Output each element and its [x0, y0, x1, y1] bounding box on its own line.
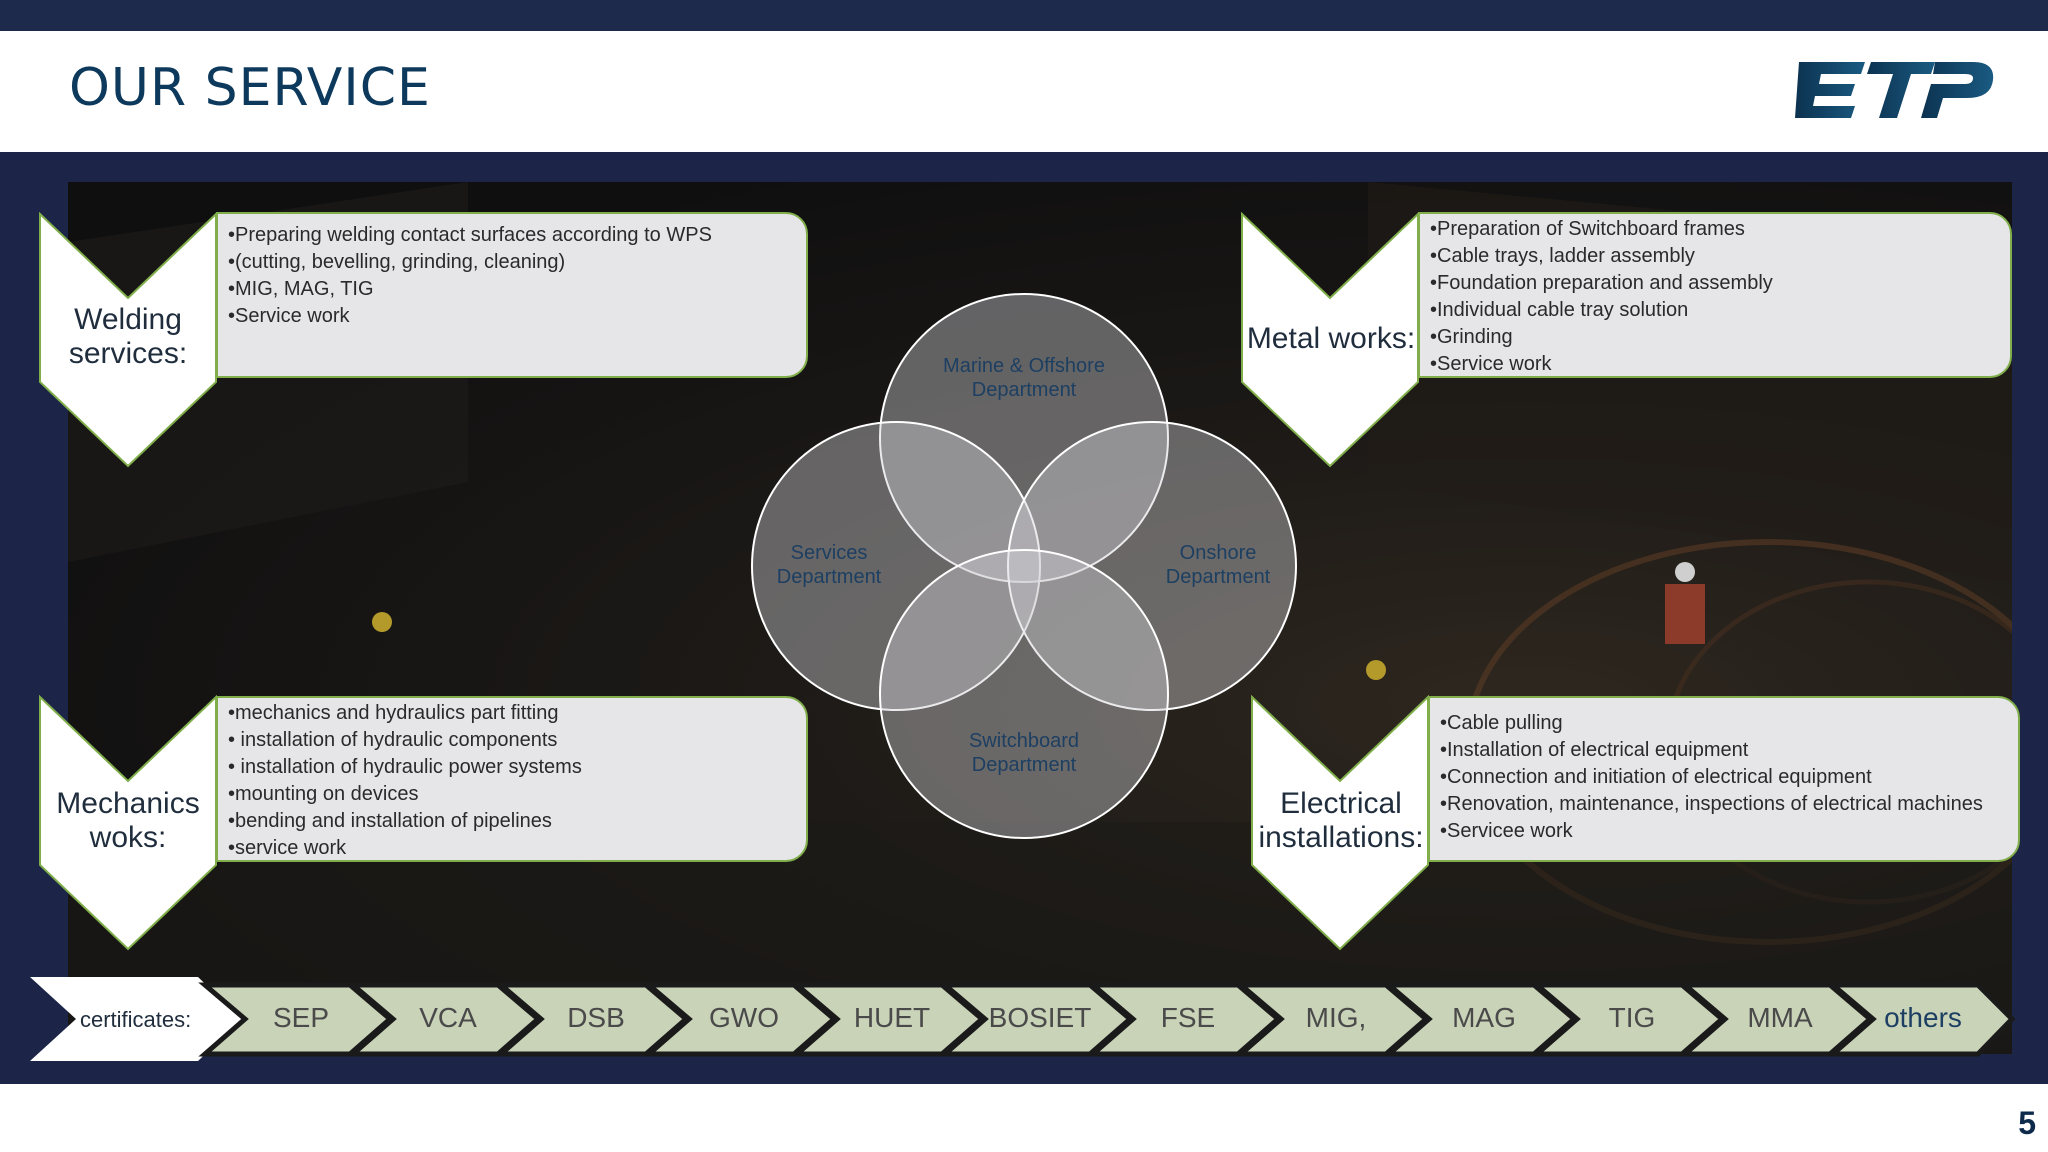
mechanics-item: •mechanics and hydraulics part fitting — [228, 702, 559, 724]
venn-label-switchboard-line1: Switchboard — [968, 730, 1080, 752]
electrical-item: •Renovation, maintenance, inspections of… — [1440, 793, 1983, 815]
metal-item: •Preparation of Switchboard frames — [1430, 218, 1745, 240]
electrical-item: •Connection and initiation of electrical… — [1440, 766, 1872, 788]
venn-circle-right — [1007, 421, 1297, 711]
page-number: 5 — [2018, 1105, 2036, 1141]
venn-label-onshore: Onshore Department — [1118, 541, 1318, 589]
cert-sep: SEP — [272, 1002, 330, 1033]
venn-circle-top — [879, 293, 1169, 583]
electrical-item: •Cable pulling — [1440, 712, 1563, 734]
welding-label: Welding services: — [38, 303, 218, 371]
cert-fse: FSE — [1160, 1002, 1216, 1033]
venn-circle-left — [751, 421, 1041, 711]
cert-tig: TIG — [1608, 1002, 1656, 1033]
welding-item: •Preparing welding contact surfaces acco… — [228, 224, 712, 246]
electrical-label: Electrical installations: — [1246, 787, 1436, 855]
venn-circle-bottom — [879, 549, 1169, 839]
mechanics-item: •mounting on devices — [228, 783, 419, 805]
metal-label-line1: Metal works: — [1246, 322, 1416, 355]
cert-mag: MAG — [1452, 1002, 1516, 1033]
electrical-item: •Installation of electrical equipment — [1440, 739, 1749, 761]
electrical-label-line1: Electrical — [1280, 787, 1402, 820]
venn-label-marine: Marine & Offshore Department — [924, 354, 1124, 402]
venn-label-onshore-line2: Department — [1165, 566, 1271, 588]
venn-label-services: Services Department — [729, 541, 929, 589]
cert-gwo: GWO — [709, 1002, 779, 1033]
welding-chevron — [39, 212, 217, 468]
venn-label-marine-line2: Department — [971, 379, 1077, 401]
venn-label-services-line2: Department — [776, 566, 882, 588]
metal-item: •Grinding — [1430, 326, 1513, 348]
cert-vca: VCA — [419, 1002, 477, 1033]
electrical-label-line2: installations: — [1258, 821, 1424, 854]
mechanics-item: •bending and installation of pipelines — [228, 810, 552, 832]
mechanics-chevron — [39, 695, 217, 951]
metal-item: •Cable trays, ladder assembly — [1430, 245, 1695, 267]
metal-chevron — [1241, 212, 1419, 468]
venn-label-switchboard: Switchboard Department — [924, 729, 1124, 777]
metal-item: •Individual cable tray solution — [1430, 299, 1689, 321]
cert-mma: MMA — [1747, 1002, 1813, 1033]
metal-works-card: •Preparation of Switchboard frames •Cabl… — [1418, 212, 2012, 378]
cert-chevron — [1826, 982, 2016, 1057]
etp-logo — [1795, 62, 1994, 118]
mechanics-works-card: •mechanics and hydraulics part fitting •… — [216, 696, 808, 862]
welding-item: •(cutting, bevelling, grinding, cleaning… — [228, 251, 566, 273]
certificates-label: certificates: — [80, 1007, 192, 1032]
welding-label-line1: Welding — [74, 303, 182, 336]
certificates-row — [30, 977, 2016, 1061]
cert-others: others — [1884, 1002, 1962, 1033]
venn-label-services-line1: Services — [790, 542, 868, 564]
slide-header — [0, 31, 2048, 152]
electrical-item: •Servicee work — [1440, 820, 1573, 842]
page-title: OUR SERVICE — [69, 58, 431, 118]
electrical-chevron — [1251, 695, 1429, 951]
venn-label-marine-line1: Marine & Offshore — [943, 355, 1105, 377]
top-strip — [0, 0, 2048, 31]
mechanics-item: •service work — [228, 837, 347, 859]
metal-item: •Service work — [1430, 353, 1552, 375]
metal-label: Metal works: — [1240, 322, 1422, 356]
welding-services-card: •Preparing welding contact surfaces acco… — [216, 212, 808, 378]
cert-dsb: DSB — [567, 1002, 625, 1033]
mechanics-item: • installation of hydraulic components — [228, 729, 558, 751]
mechanics-label-line2: woks: — [89, 821, 167, 854]
cert-huet: HUET — [853, 1002, 931, 1033]
cert-bosiet: BOSIET — [988, 1002, 1092, 1033]
welding-item: •MIG, MAG, TIG — [228, 278, 374, 300]
welding-item: •Service work — [228, 305, 350, 327]
mechanics-label: Mechanics woks: — [38, 787, 218, 855]
mechanics-label-line1: Mechanics — [56, 787, 200, 820]
mechanics-item: • installation of hydraulic power system… — [228, 756, 582, 778]
slide-footer — [0, 1084, 2048, 1152]
electrical-installations-card: •Cable pulling •Installation of electric… — [1428, 696, 2020, 862]
venn-label-switchboard-line2: Department — [971, 754, 1077, 776]
cert-mig: MIG, — [1305, 1002, 1367, 1033]
welding-label-line2: services: — [68, 337, 188, 370]
metal-item: •Foundation preparation and assembly — [1430, 272, 1773, 294]
venn-label-onshore-line1: Onshore — [1179, 542, 1257, 564]
